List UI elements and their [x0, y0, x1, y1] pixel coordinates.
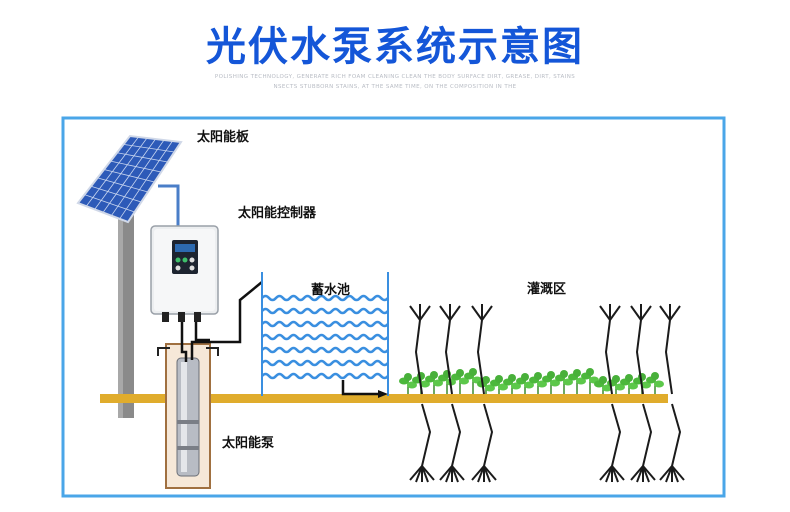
pump-icon	[176, 357, 200, 477]
label-pump: 太阳能泵	[221, 435, 274, 451]
crop-row	[399, 368, 664, 394]
page-title: 光伏水泵系统示意图	[206, 24, 584, 70]
outlet-pipe	[190, 281, 263, 360]
ground-line	[100, 394, 668, 403]
reservoir-icon	[261, 272, 389, 396]
subtitle-line-2: NSECTS STUBBORN STAINS, AT THE SAME TIME…	[273, 84, 517, 90]
pump-power-cable	[180, 318, 188, 362]
solar-panel-icon	[76, 134, 183, 224]
irrigation-pipe	[341, 380, 378, 396]
controller-icon	[150, 225, 219, 322]
diagram-frame	[61, 116, 726, 498]
label-irrigation-area: 灌溉区	[527, 281, 566, 297]
label-solar-panel: 太阳能板	[196, 129, 250, 145]
flow-arrow-icon	[378, 390, 388, 398]
panel-cable	[158, 184, 180, 232]
irrigation-roots	[409, 304, 685, 483]
subtitle-line-1: POLISHING TECHNOLOGY, GENERATE RICH FOAM…	[214, 74, 576, 80]
label-controller: 太阳能控制器	[237, 205, 317, 221]
label-reservoir: 蓄水池	[311, 282, 350, 298]
